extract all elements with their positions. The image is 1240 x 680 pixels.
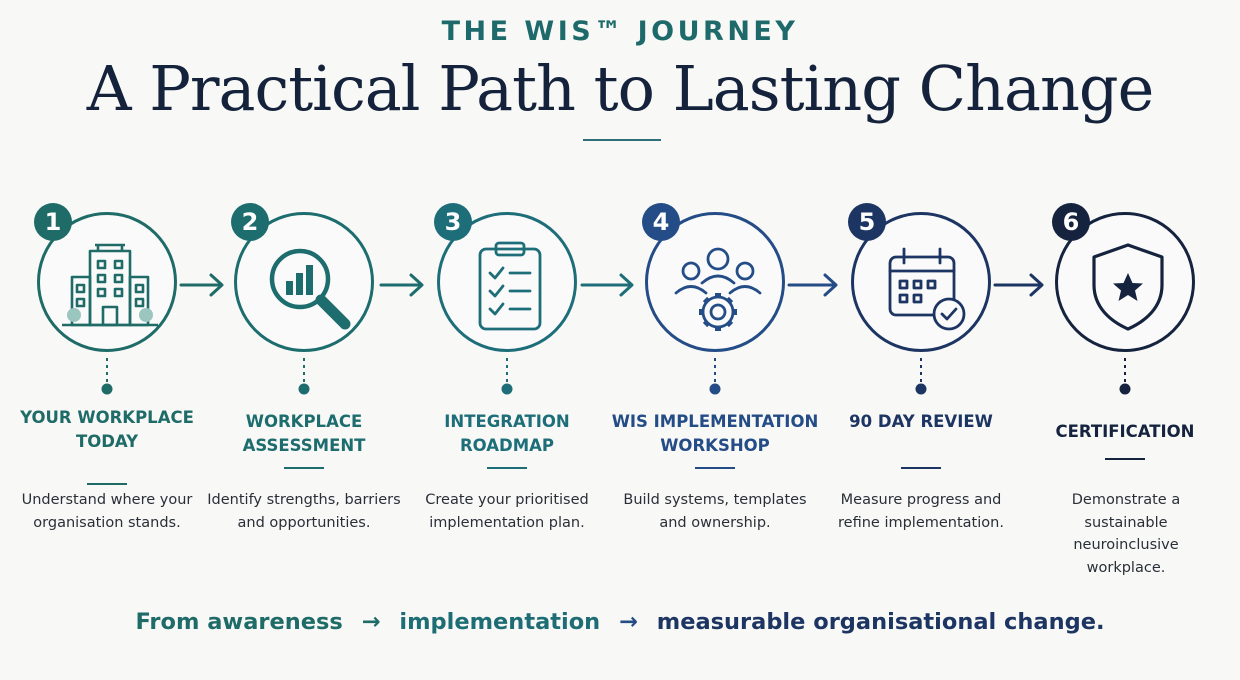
arrow-1-2 (179, 273, 224, 297)
step-3-description: Create your prioritised implementation p… (425, 492, 589, 531)
step-6-underline (1105, 458, 1145, 460)
step-5-label: 90 DAY REVIEW (849, 412, 993, 431)
step-3-badge: 3 (434, 203, 472, 241)
step-3-circle (437, 212, 577, 352)
step-1-badge: 1 (34, 203, 72, 241)
step-4-label: WIS IMPLEMENTATION WORKSHOP (611, 412, 819, 455)
step-6-label: CERTIFICATION (1055, 422, 1195, 441)
arrow-2-3 (379, 273, 424, 297)
step-1-label: YOUR WORKPLACE TODAY (20, 408, 194, 451)
step-2-underline (284, 467, 324, 469)
tagline: From awareness → implementation → measur… (0, 609, 1240, 635)
step-3-label: INTEGRATION ROADMAP (444, 412, 570, 455)
team-gear-icon (674, 247, 762, 331)
step-3-underline (487, 467, 527, 469)
eyebrow: THE WIS™ JOURNEY (441, 16, 799, 47)
step-1-underline (87, 483, 127, 485)
arrow-5-6 (993, 273, 1044, 297)
tagline-part-change: measurable organisational change. (656, 609, 1105, 635)
calendar-check-icon (888, 247, 966, 331)
step-4-badge: 4 (642, 203, 680, 241)
tagline-part-awareness: From awareness (135, 609, 343, 635)
building-icon (62, 243, 158, 327)
tagline-arrow-1: → (361, 609, 381, 635)
arrow-3-4 (580, 273, 634, 297)
tagline-arrow-2: → (619, 609, 638, 635)
step-6-badge: 6 (1052, 203, 1090, 241)
step-4-underline (695, 467, 735, 469)
step-4-description: Build systems, templates and ownership. (623, 492, 807, 531)
clipboard-checklist-icon (478, 241, 542, 331)
title-underline (583, 139, 661, 141)
step-2-description: Identify strengths, barriers and opportu… (207, 492, 401, 531)
step-5-description: Measure progress and refine implementati… (838, 492, 1004, 531)
step-5-underline (901, 467, 941, 469)
step-1-description: Understand where your organisation stand… (21, 492, 193, 531)
magnifier-chart-icon (269, 248, 351, 330)
step-5-badge: 5 (848, 203, 886, 241)
step-2-badge: 2 (231, 203, 269, 241)
tagline-part-implementation: implementation (399, 609, 601, 635)
step-2-label: WORKPLACE ASSESSMENT (242, 412, 366, 455)
arrow-4-5 (787, 273, 838, 297)
shield-star-icon (1092, 243, 1164, 331)
page-title: A Practical Path to Lasting Change (86, 52, 1155, 125)
step-6-description: Demonstrate a sustainable neuroinclusive… (1071, 492, 1181, 576)
